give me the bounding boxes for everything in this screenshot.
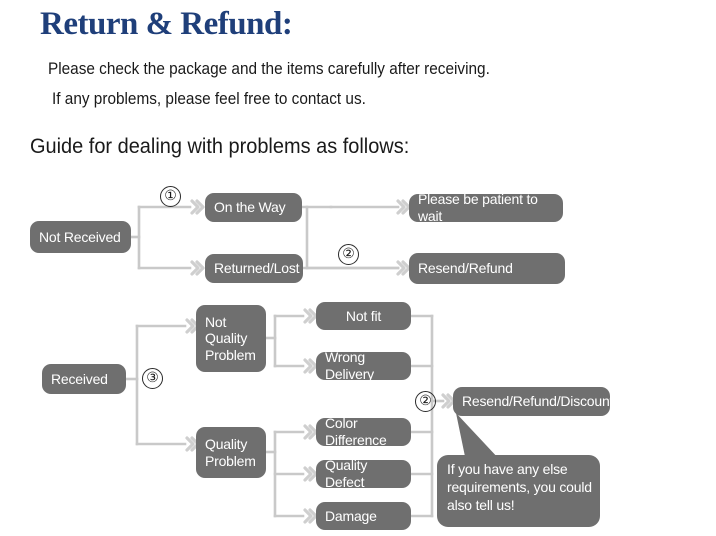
step-marker-3: ③ [142, 368, 163, 389]
node-not-fit[interactable]: Not fit [316, 302, 411, 330]
node-not-received[interactable]: Not Received [30, 221, 131, 253]
node-quality-problem[interactable]: Quality Problem [196, 427, 266, 478]
node-on-the-way[interactable]: On the Way [205, 193, 302, 222]
callout-bubble: If you have any else requirements, you c… [437, 455, 600, 527]
page-title: Return & Refund: [40, 6, 293, 42]
node-resend-refund[interactable]: Resend/Refund [409, 253, 565, 284]
node-returned-lost[interactable]: Returned/Lost [205, 254, 303, 283]
node-please-be-patient-to-wait[interactable]: Please be patient to wait [409, 191, 563, 224]
node-color-difference[interactable]: Color Difference [316, 415, 411, 448]
node-resend-refund-discount[interactable]: Resend/Refund/Discount [453, 387, 613, 416]
intro-line-2: If any problems, please feel free to con… [52, 90, 366, 108]
guide-heading: Guide for dealing with problems as follo… [30, 135, 410, 158]
step-marker-2-bottom: ② [415, 391, 436, 412]
node-damage[interactable]: Damage [316, 502, 411, 530]
node-wrong-delivery[interactable]: Wrong Delivery [316, 349, 411, 382]
intro-line-1: Please check the package and the items c… [48, 60, 490, 78]
step-marker-1: ① [160, 186, 181, 207]
node-received[interactable]: Received [42, 364, 126, 394]
step-marker-2-top: ② [338, 244, 359, 265]
node-quality-defect[interactable]: Quality Defect [316, 457, 411, 490]
node-not-quality-problem[interactable]: Not Quality Problem [196, 305, 266, 372]
